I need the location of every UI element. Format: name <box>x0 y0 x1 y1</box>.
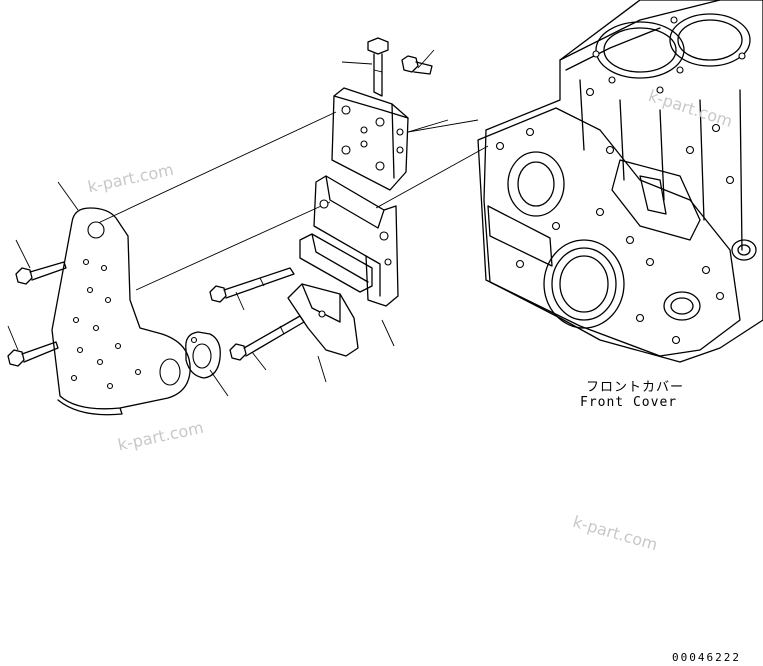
small-bolt-top <box>401 55 433 75</box>
gasket <box>185 331 221 379</box>
front-cover-caption-en: Front Cover <box>580 395 678 410</box>
left-mounting-plate <box>51 207 191 416</box>
drawing-code: 00046222 <box>672 651 741 664</box>
front-cover-caption-jp: フロントカバー <box>586 380 685 395</box>
alignment-lines <box>95 111 489 291</box>
leader-lines <box>7 49 449 397</box>
top-bolt <box>367 37 389 97</box>
main-bracket <box>299 175 399 307</box>
upper-bracket-plate <box>331 87 409 191</box>
left-bolt-lower <box>7 341 59 367</box>
long-bolt-lower <box>229 315 305 361</box>
engine-front-cover <box>477 0 763 363</box>
left-bolt-upper <box>15 261 67 285</box>
long-bolt-upper <box>209 267 295 303</box>
lower-bracket <box>287 283 359 357</box>
